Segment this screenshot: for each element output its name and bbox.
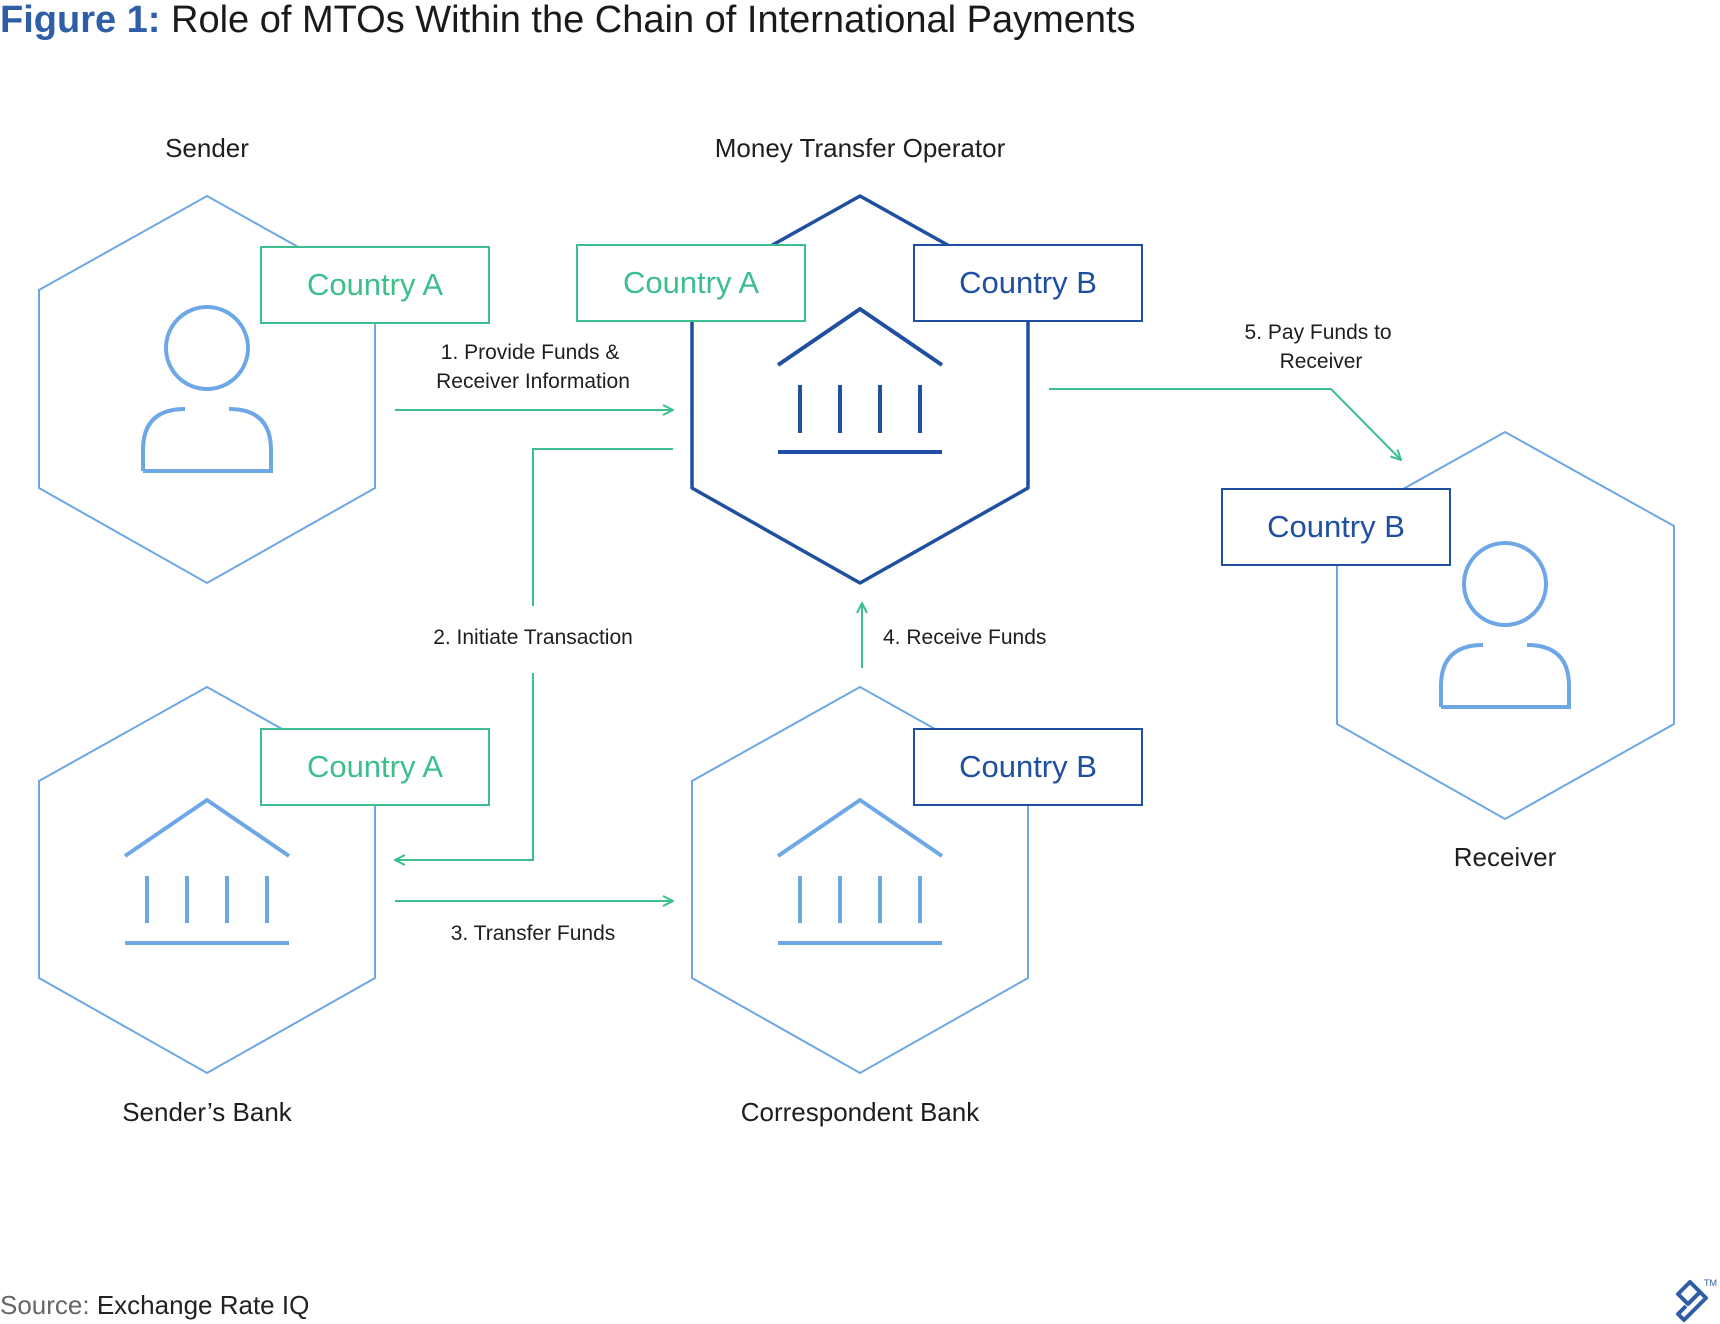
figure-number: Figure 1:: [0, 0, 161, 41]
mto-country-b-box: [913, 244, 1143, 322]
mto-country-b-label: Country B: [959, 265, 1097, 300]
step3-label: 3. Transfer Funds: [451, 922, 616, 945]
source-text: Exchange Rate IQ: [96, 1290, 310, 1320]
sender-country-label: Country A: [307, 267, 443, 302]
senders-bank-country-label: Country A: [307, 749, 443, 784]
correspondent-bank-country-box: [913, 728, 1143, 806]
correspondent-bank-label: Correspondent Bank: [741, 1097, 980, 1127]
correspondent-bank-node: Country B: [691, 685, 1143, 1075]
step2-label: 2. Initiate Transaction: [433, 626, 633, 649]
person-icon: [1439, 541, 1571, 709]
step5-arrow: [1049, 388, 1401, 460]
bank-icon: [123, 797, 291, 945]
senders-bank-node: Country A: [38, 685, 490, 1075]
bank-icon: [776, 797, 944, 945]
step2-arrow: [395, 673, 534, 860]
step5-label-line1: 5. Pay Funds to: [1245, 321, 1392, 344]
mto-node: Country A Country B: [576, 194, 1143, 585]
correspondent-bank-country-label: Country B: [959, 749, 1097, 784]
step2-connector-top: [532, 448, 673, 606]
source-note: Source: Exchange Rate IQ: [0, 1290, 309, 1320]
figure-title-text: Role of MTOs Within the Chain of Interna…: [171, 0, 1136, 41]
bank-icon: [776, 306, 944, 454]
step1-label: 1. Provide Funds & Receiver Information: [436, 341, 630, 393]
senders-bank-country-box: [260, 728, 490, 806]
mto-country-a-box: [576, 244, 806, 322]
step5-label-line2: Receiver: [1280, 350, 1363, 373]
mto-label: Money Transfer Operator: [715, 133, 1006, 163]
brand-logo-icon: TM: [1676, 1278, 1717, 1322]
sender-node: Country A: [38, 194, 490, 585]
step5-label: 5. Pay Funds to Receiver: [1245, 321, 1398, 373]
figure-title: Figure 1: Role of MTOs Within the Chain …: [0, 0, 1136, 40]
mto-country-a-label: Country A: [623, 265, 759, 300]
sender-label: Sender: [165, 133, 249, 163]
step1-label-line2: Receiver Information: [436, 370, 630, 393]
step4-label: 4. Receive Funds: [883, 626, 1046, 649]
person-icon: [141, 305, 273, 473]
receiver-label: Receiver: [1454, 842, 1557, 872]
receiver-country-box: [1221, 488, 1451, 566]
source-prefix: Source:: [0, 1290, 90, 1320]
step1-label-line1: 1. Provide Funds &: [441, 341, 620, 364]
sender-country-box: [260, 246, 490, 324]
senders-bank-label: Sender’s Bank: [122, 1097, 293, 1127]
svg-text:TM: TM: [1704, 1278, 1717, 1288]
receiver-node: Country B: [1221, 430, 1675, 821]
receiver-country-label: Country B: [1267, 509, 1405, 544]
